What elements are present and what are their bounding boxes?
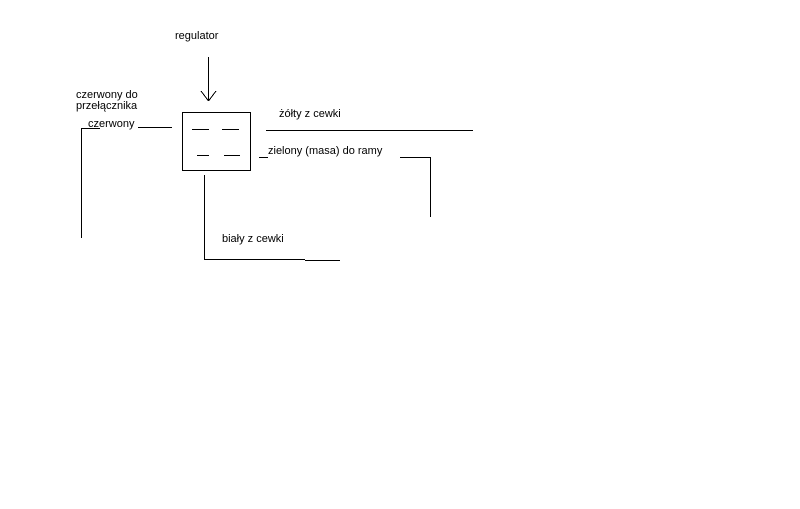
green-ground-to-frame-label: zielony (masa) do ramy <box>268 145 383 157</box>
green-wire <box>259 157 431 217</box>
regulator-arrow <box>200 57 217 102</box>
regulator-box <box>182 112 251 171</box>
white-wire <box>204 175 340 261</box>
red-wire <box>81 127 172 238</box>
white-from-coil-label: biały z cewki <box>222 233 284 245</box>
regulator-terminals <box>192 129 240 156</box>
red-to-switch-label-line2: przełącznika <box>76 100 138 112</box>
red-wire-label: czerwony <box>88 118 135 130</box>
red-to-switch-label-line1: czerwony do <box>76 89 138 101</box>
regulator-label: regulator <box>175 30 219 42</box>
yellow-from-coil-label: żółty z cewki <box>279 108 341 120</box>
